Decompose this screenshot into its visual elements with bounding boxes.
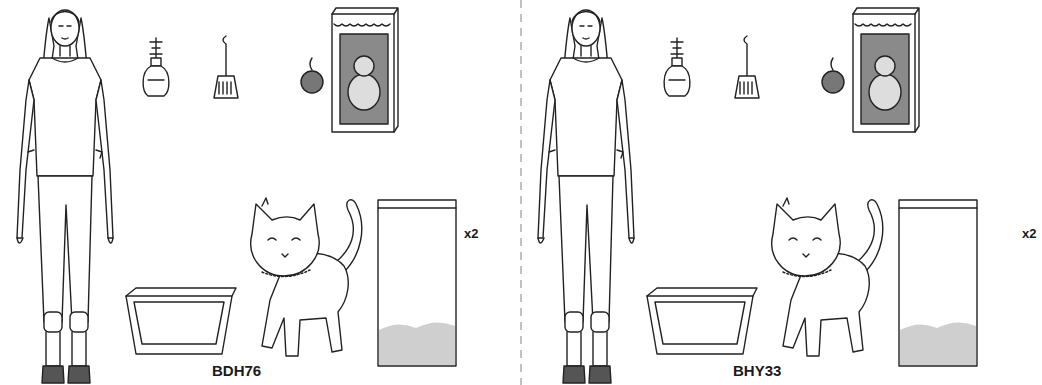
model-number: BHY33 xyxy=(733,362,781,379)
panel-left xyxy=(17,8,456,383)
quantity-label: x2 xyxy=(1022,226,1036,241)
panel-right xyxy=(538,8,977,383)
panel-divider xyxy=(520,0,521,385)
quantity-label: x2 xyxy=(464,226,478,241)
model-number: BDH76 xyxy=(212,362,261,379)
